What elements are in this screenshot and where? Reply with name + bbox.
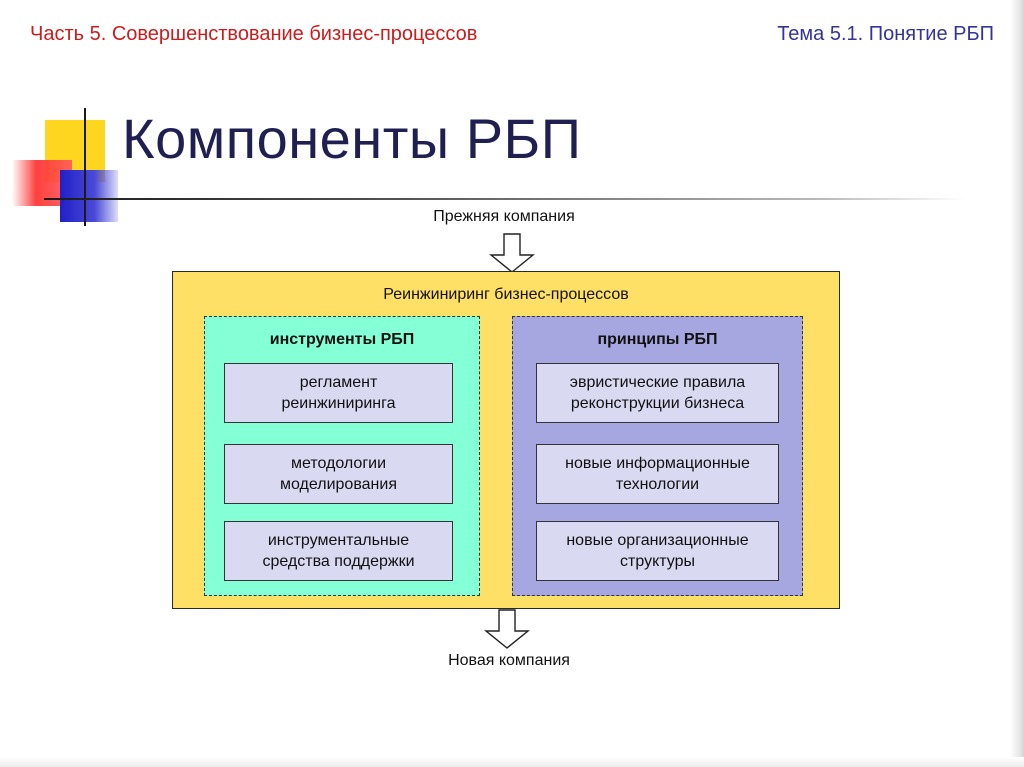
section-header: Часть 5. Совершенствование бизнес-процес…	[30, 23, 478, 45]
principle-item: новые информационные технологии	[536, 444, 779, 504]
decor-vertical-line	[84, 108, 86, 226]
decor-blue-square	[60, 170, 118, 222]
decor-horizontal-line	[44, 198, 964, 200]
tools-group-title: инструменты РБП	[269, 331, 415, 348]
principles-group: принципы РБП эвристические правила рекон…	[512, 316, 803, 596]
container-label: Реинжиниринг бизнес-процессов	[383, 286, 629, 303]
tool-item: методологии моделирования	[224, 444, 453, 504]
topic-header: Тема 5.1. Понятие РБП	[777, 23, 994, 45]
principle-item: эвристические правила реконструкции бизн…	[536, 363, 779, 423]
tools-group: инструменты РБП регламент реинжиниринга …	[204, 316, 480, 596]
page-edge-bottom	[0, 757, 1024, 767]
tool-item: инструментальные средства поддержки	[224, 521, 453, 581]
principle-item: новые организационные структуры	[536, 521, 779, 581]
down-arrow-icon	[489, 233, 535, 273]
slide-title: Компоненты РБП	[122, 107, 582, 170]
down-arrow-icon	[484, 609, 530, 649]
output-label: Новая компания	[448, 652, 570, 669]
page-edge	[1010, 0, 1024, 767]
principles-group-title: принципы РБП	[597, 331, 718, 348]
tool-item: регламент реинжиниринга	[224, 363, 453, 423]
input-label: Прежняя компания	[433, 208, 575, 225]
reengineering-container: Реинжиниринг бизнес-процессов инструмент…	[172, 271, 840, 609]
